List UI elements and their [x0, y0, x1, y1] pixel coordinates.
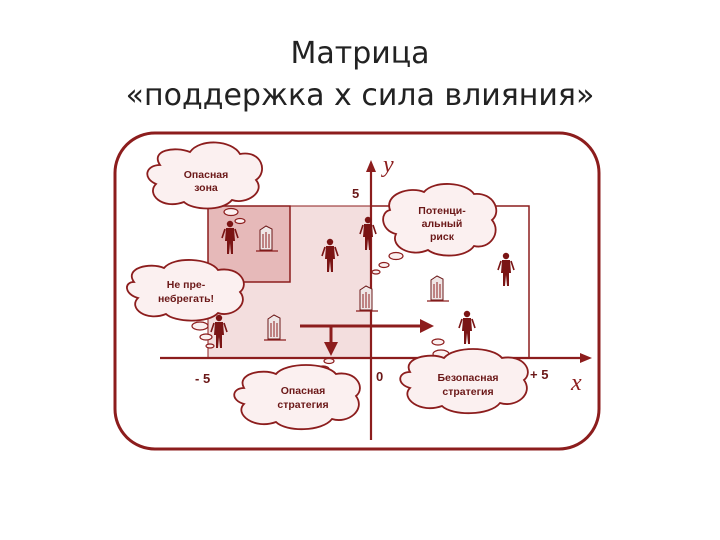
x-axis-arrow [580, 353, 592, 363]
cloud-text: Опасная [281, 385, 326, 397]
origin-label: 0 [376, 369, 383, 384]
y-max-label: 5 [352, 186, 359, 201]
cloud-text: Безопасная [437, 372, 498, 384]
title-line-2: «поддержка х сила влияния» [125, 78, 595, 113]
x-max-label: + 5 [530, 367, 548, 382]
cloud-safe-strategy: Безопасная стратегия [399, 338, 529, 415]
cloud-text: риск [430, 231, 455, 243]
y-axis-arrow [366, 160, 376, 172]
cloud-text: Потенци- [418, 205, 466, 217]
cloud-text: зона [194, 182, 218, 194]
cloud-text: Опасная [184, 169, 229, 181]
cloud-text: стратегия [277, 399, 328, 411]
cloud-text: небрегать! [158, 293, 214, 305]
cloud-dangerous-zone: Опасная зона [146, 141, 263, 225]
cloud-text: стратегия [442, 386, 493, 398]
arrow-down [324, 342, 338, 356]
cloud-do-not-neglect: Не пре- небрегать! [126, 259, 245, 349]
arrow-right [420, 319, 434, 333]
cloud-text: альный [422, 218, 463, 230]
cloud-dangerous-strategy: Опасная стратегия [233, 357, 361, 431]
y-axis-name: y [381, 152, 394, 178]
cloud-text: Не пре- [167, 279, 206, 291]
cloud-potential-risk: Потенци- альный риск [371, 183, 498, 275]
x-axis-name: x [570, 370, 582, 396]
x-min-label: - 5 [195, 371, 210, 386]
title-line-1: Матрица [290, 36, 430, 71]
